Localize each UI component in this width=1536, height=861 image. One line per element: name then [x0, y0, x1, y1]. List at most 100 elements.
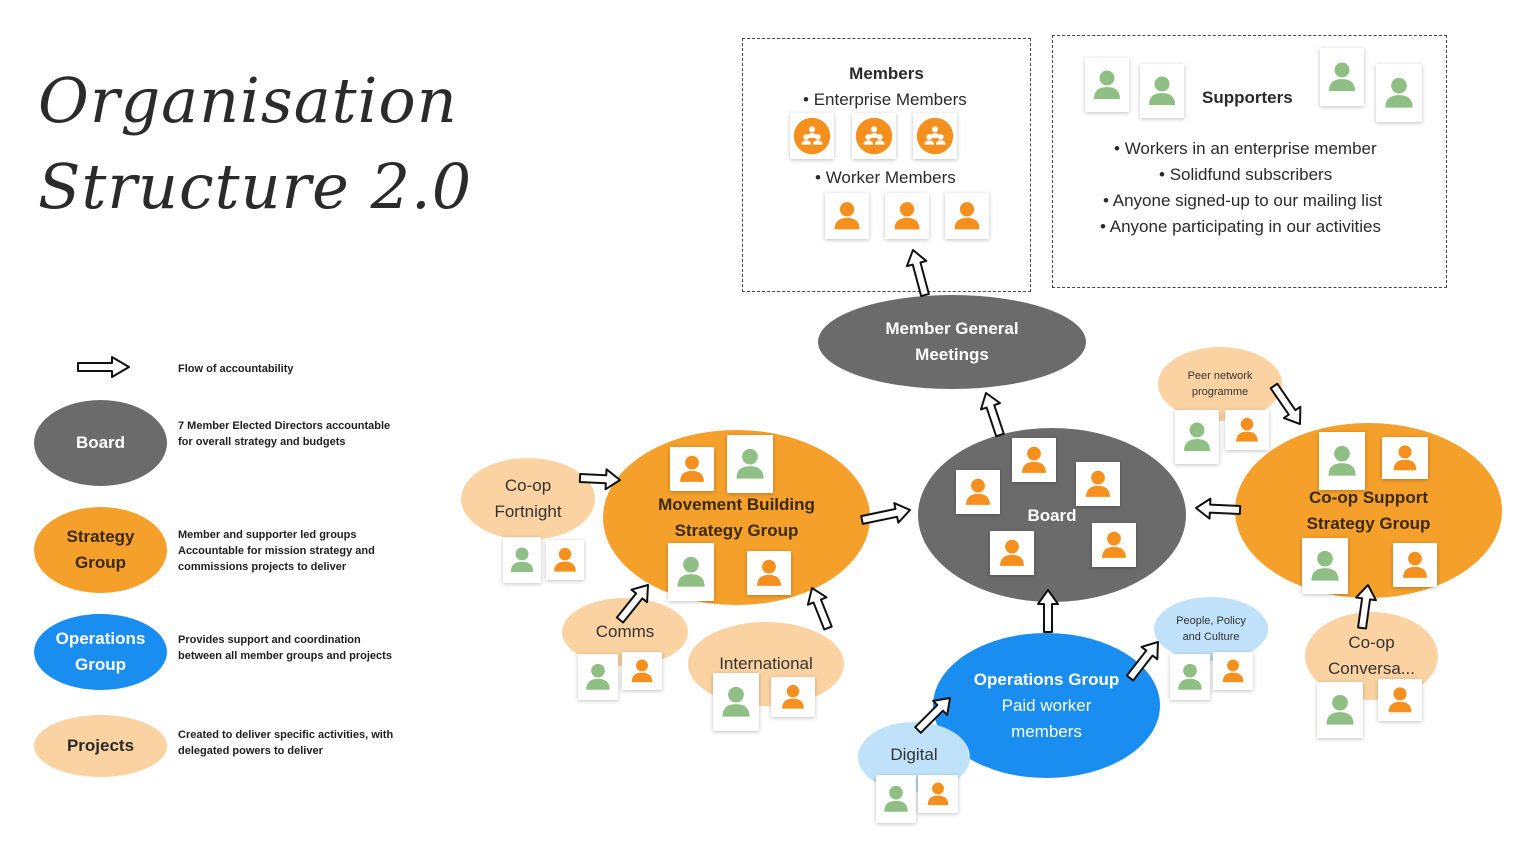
supporters-item-3: • Anyone signed-up to our mailing list [1103, 191, 1383, 210]
supporters-item-4: • Anyone participating in our activities [1100, 217, 1381, 236]
member-avatar-icon [1076, 462, 1120, 506]
accountability-arrow-icon [806, 586, 833, 631]
member-avatar-icon [885, 193, 929, 239]
member-avatar-icon [956, 470, 1000, 514]
accountability-arrow-icon [578, 468, 621, 491]
legend-strategy-label-2: Group [75, 553, 126, 572]
operations-line-3: members [1011, 721, 1082, 741]
members-title: Members [849, 64, 924, 83]
supporters-item-2: • Solidfund subscribers [1159, 165, 1333, 184]
supporters-item-4-label: Anyone participating in our activities [1109, 217, 1381, 236]
movement-line-2: Strategy Group [674, 520, 799, 540]
supporters-title: Supporters [1202, 88, 1293, 107]
legend-strategy: Strategy Group [34, 507, 167, 593]
supporter-avatar-icon [1170, 654, 1210, 700]
member-avatar-icon [771, 677, 815, 717]
coop-convo-line-2: Conversa... [1328, 659, 1415, 678]
legend-board: Board [34, 400, 167, 486]
legend-operations-desc-2: between all member groups and projects [178, 650, 392, 662]
member-avatar-icon [990, 531, 1034, 575]
legend-projects-label: Projects [66, 736, 135, 755]
legend-board-desc-1: 7 Member Elected Directors accountable [178, 420, 391, 432]
supporter-avatar-icon [578, 654, 618, 700]
coop-fortnight-line-2: Fortnight [494, 502, 562, 521]
accountability-arrow-icon [1125, 641, 1160, 682]
peer-network-line-2: programme [1191, 386, 1249, 398]
supporters-item-3-label: Anyone signed-up to our mailing list [1112, 191, 1383, 210]
people-policy-node: People, Policy and Culture [1154, 597, 1268, 661]
supporter-avatar-icon [1319, 432, 1365, 490]
supporter-avatar-icon [668, 543, 714, 601]
accountability-arrow-icon [1269, 382, 1302, 425]
movement-line-1: Movement Building [658, 494, 815, 514]
supporter-avatar-icon [1140, 64, 1184, 118]
mgm-line-1: Member General [885, 319, 1019, 338]
supporter-avatar-icon [503, 537, 541, 583]
member-avatar-icon [918, 775, 958, 813]
international-label: International [719, 654, 813, 673]
supporter-avatar-icon [876, 775, 916, 823]
member-avatar-icon [825, 193, 869, 239]
supporter-avatar-icon [1376, 64, 1422, 122]
coop-support-line-2: Strategy Group [1306, 513, 1431, 533]
coop-conversations-node: Co-op Conversa... [1305, 612, 1438, 700]
enterprise-member-icon [790, 113, 834, 159]
coop-fortnight-line-1: Co-op [504, 476, 552, 495]
supporter-avatar-icon [713, 673, 759, 731]
supporter-avatar-icon [727, 435, 773, 493]
operations-line-1: Operations Group [973, 669, 1120, 689]
board-node-label: Board [1027, 506, 1077, 525]
accountability-arrow-icon [1037, 589, 1059, 633]
accountability-arrow-icon [979, 391, 1005, 438]
accountability-arrow-icon [615, 584, 650, 624]
enterprise-members-item: • Enterprise Members [803, 90, 967, 109]
legend-strategy-desc-2: Accountable for mission strategy and [178, 545, 375, 557]
supporters-item-1-label: Workers in an enterprise member [1124, 139, 1377, 158]
title-line-2: Structure 2.0 [38, 150, 473, 223]
coop-support-line-1: Co-op Support [1309, 487, 1428, 507]
accountability-arrow-icon [1355, 583, 1377, 630]
coop-support-node: Co-op Support Strategy Group [1235, 423, 1502, 598]
accountability-arrow-icon [905, 248, 930, 298]
mgm-line-2: Meetings [915, 345, 989, 364]
legend-operations-label-1: Operations [55, 629, 146, 648]
member-general-meetings-node: Member General Meetings [818, 295, 1086, 389]
legend-projects: Projects [34, 715, 167, 777]
member-avatar-icon [1382, 437, 1428, 479]
member-avatar-icon [1225, 410, 1269, 450]
member-avatar-icon [1012, 438, 1056, 482]
legend-strategy-desc-3: commissions projects to deliver [178, 561, 347, 573]
supporter-avatar-icon [1302, 538, 1348, 594]
member-avatar-icon [1378, 679, 1422, 721]
member-avatar-icon [747, 551, 791, 595]
member-avatar-icon [670, 447, 714, 491]
page-title: Organisation Structure 2.0 [38, 58, 472, 230]
enterprise-member-icon [913, 113, 957, 159]
supporter-avatar-icon [1317, 682, 1363, 738]
legend-operations-label-2: Group [75, 655, 126, 674]
accountability-arrow-icon [860, 502, 911, 525]
member-avatar-icon [1213, 652, 1253, 690]
comms-label: Comms [595, 622, 655, 641]
supporter-avatar-icon [1320, 48, 1364, 106]
legend-strategy-label-1: Strategy [66, 527, 135, 546]
accountability-arrow-icon [1195, 497, 1242, 520]
worker-members-label: Worker Members [825, 168, 956, 187]
worker-members-item: • Worker Members [815, 168, 956, 187]
supporter-avatar-icon [1085, 58, 1129, 112]
members-box [742, 38, 1031, 292]
operations-group-node: Operations Group Paid worker members [933, 633, 1160, 778]
legend-board-desc-2: for overall strategy and budgets [178, 436, 346, 448]
digital-label: Digital [890, 745, 938, 764]
legend-arrow-icon [77, 356, 130, 378]
legend-projects-desc-1: Created to deliver specific activities, … [178, 729, 394, 741]
member-avatar-icon [622, 652, 662, 690]
member-avatar-icon [945, 193, 989, 239]
coop-convo-line-1: Co-op [1348, 633, 1395, 652]
accountability-arrow-icon [914, 697, 951, 734]
legend-operations: Operations Group [34, 614, 167, 690]
supporter-avatar-icon [1175, 410, 1219, 464]
legend-board-label: Board [75, 433, 126, 452]
people-policy-line-2: and Culture [1182, 631, 1240, 643]
